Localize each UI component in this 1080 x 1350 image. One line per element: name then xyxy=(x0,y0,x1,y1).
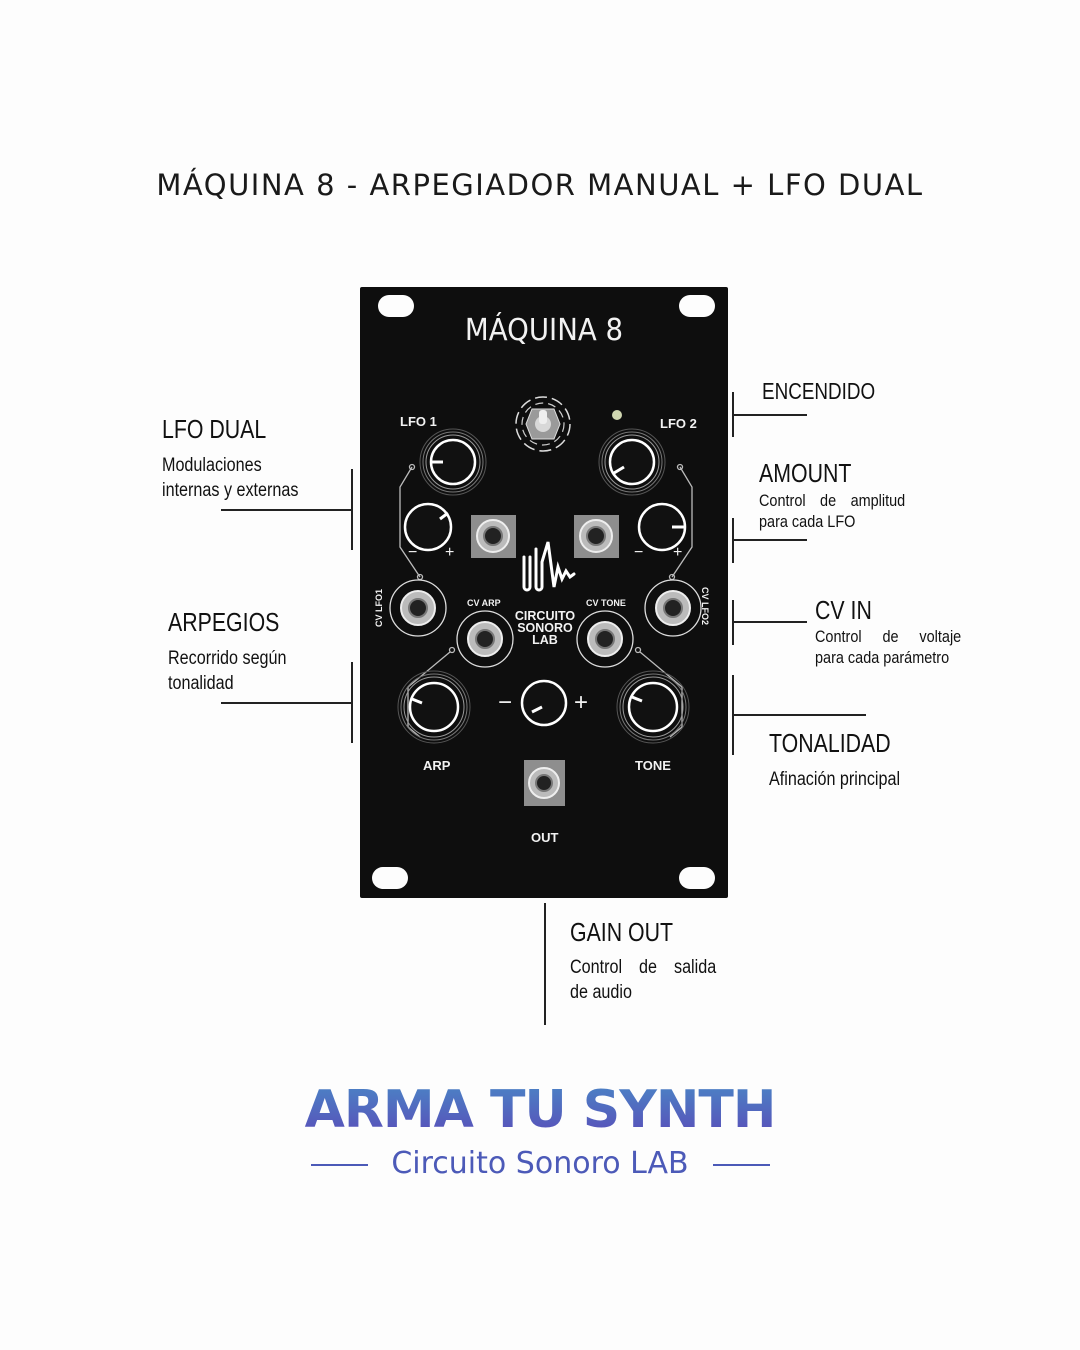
callout-arpegios-desc-line1: Recorrido según xyxy=(168,648,287,669)
panel-logo-text: CIRCUITO SONORO LAB xyxy=(504,609,586,647)
footer-brand-title: ARMA TU SYNTH xyxy=(0,1080,1080,1140)
callout-cv-in-desc: Control de voltaje para cada parámetro xyxy=(815,626,961,668)
label-cv-arp: CV ARP xyxy=(467,598,501,608)
jack-lfo1-out-icon xyxy=(471,515,516,558)
label-out: OUT xyxy=(531,830,559,845)
panel-graphics xyxy=(372,295,715,889)
callout-arpegios-leader xyxy=(221,702,352,704)
panel-name: MÁQUINA 8 xyxy=(464,313,624,348)
callout-arpegios-desc-line2: tonalidad xyxy=(168,673,234,694)
callout-lfo-dual-bracket xyxy=(351,469,353,550)
footer-left-rule xyxy=(311,1164,368,1166)
label-arp: ARP xyxy=(423,758,451,773)
callout-amount-desc-line1: Control de amplitud xyxy=(759,491,906,510)
jack-cv-tone-icon xyxy=(576,610,634,668)
callout-amount-desc: Control de amplitud para cada LFO xyxy=(759,490,905,532)
callout-lfo-dual-desc-line2: internas y externas xyxy=(162,480,299,501)
callout-tonalidad-desc: Afinación principal xyxy=(769,769,901,790)
knob-lfo2-icon xyxy=(598,428,666,496)
label-cv-lfo1: CV LFO1 xyxy=(374,588,384,627)
footer-brand-subtitle: Circuito Sonoro LAB xyxy=(391,1146,689,1181)
label-cv-lfo2: CV LFO2 xyxy=(700,587,710,626)
knob-gain-icon xyxy=(520,679,568,727)
callout-amount-leader xyxy=(732,539,807,541)
trace-lines xyxy=(399,463,693,738)
callout-arpegios-bracket xyxy=(351,662,353,743)
jack-cv-lfo1-icon xyxy=(389,579,447,637)
callout-encendido-leader xyxy=(732,414,807,416)
footer-right-rule xyxy=(713,1164,770,1166)
jack-cv-lfo2-icon xyxy=(644,579,702,637)
callout-tonalidad-title: TONALIDAD xyxy=(769,728,891,758)
amount-lfo1-plus: + xyxy=(445,544,455,561)
module-panel: MÁQUINA 8 LFO 1 LFO 2 − + − + CV LFO1 CV… xyxy=(360,287,728,898)
callout-lfo-dual-desc-line1: Modulaciones xyxy=(162,455,262,476)
callout-amount-desc-line2: para cada LFO xyxy=(759,512,856,531)
callout-lfo-dual-leader xyxy=(221,509,352,511)
callout-cv-in-leader xyxy=(732,621,807,623)
label-cv-tone: CV TONE xyxy=(586,598,626,608)
amount-lfo2-minus: − xyxy=(634,544,644,561)
callout-lfo-dual-title: LFO DUAL xyxy=(162,414,267,444)
amount-lfo2-plus: + xyxy=(673,544,683,561)
amount-lfo1-minus: − xyxy=(408,544,418,561)
logo-line3: LAB xyxy=(532,633,558,647)
callout-cv-in-title: CV IN xyxy=(815,595,872,625)
callout-gain-out-leader xyxy=(544,903,546,1025)
callout-lfo-dual-desc: Modulaciones internas y externas xyxy=(162,453,315,503)
callout-encendido-title: ENCENDIDO xyxy=(762,378,876,404)
gain-minus: − xyxy=(498,689,513,716)
page-title: MÁQUINA 8 - ARPEGIADOR MANUAL + LFO DUAL xyxy=(156,168,924,202)
callout-gain-out-desc-line2: de audio xyxy=(570,982,632,1003)
jack-cv-arp-icon xyxy=(456,610,514,668)
callout-arpegios-desc: Recorrido según tonalidad xyxy=(168,646,321,696)
callout-arpegios-title: ARPEGIOS xyxy=(168,607,280,637)
knob-amount-lfo1-icon xyxy=(403,502,453,552)
logo-line1: CIRCUITO xyxy=(514,609,576,623)
circuito-sonoro-logo-icon xyxy=(522,541,576,592)
callout-cv-in-desc-line2: para cada parámetro xyxy=(815,648,950,667)
callout-cv-in-desc-line1: Control de voltaje xyxy=(815,627,962,646)
jack-lfo2-out-icon xyxy=(574,515,619,558)
jack-out-icon xyxy=(524,760,565,806)
power-switch-icon xyxy=(515,396,571,452)
gain-plus: + xyxy=(574,689,589,716)
label-lfo1: LFO 1 xyxy=(400,414,437,429)
callout-gain-out-title: GAIN OUT xyxy=(570,917,674,947)
power-led-icon xyxy=(612,410,622,420)
mounting-hole-icon xyxy=(372,295,715,889)
callout-tonalidad-leader xyxy=(732,714,866,716)
knob-arp-icon xyxy=(397,670,471,744)
knob-lfo1-icon xyxy=(419,428,487,496)
knob-amount-lfo2-icon xyxy=(637,502,687,552)
label-tone: TONE xyxy=(635,758,671,773)
logo-line2: SONORO xyxy=(517,621,573,635)
callout-amount-title: AMOUNT xyxy=(759,458,852,488)
callout-gain-out-desc-line1: Control de salida xyxy=(570,957,717,978)
label-lfo2: LFO 2 xyxy=(660,416,697,431)
knob-tone-icon xyxy=(616,670,690,744)
callout-gain-out-desc: Control de salida de audio xyxy=(570,955,716,1005)
